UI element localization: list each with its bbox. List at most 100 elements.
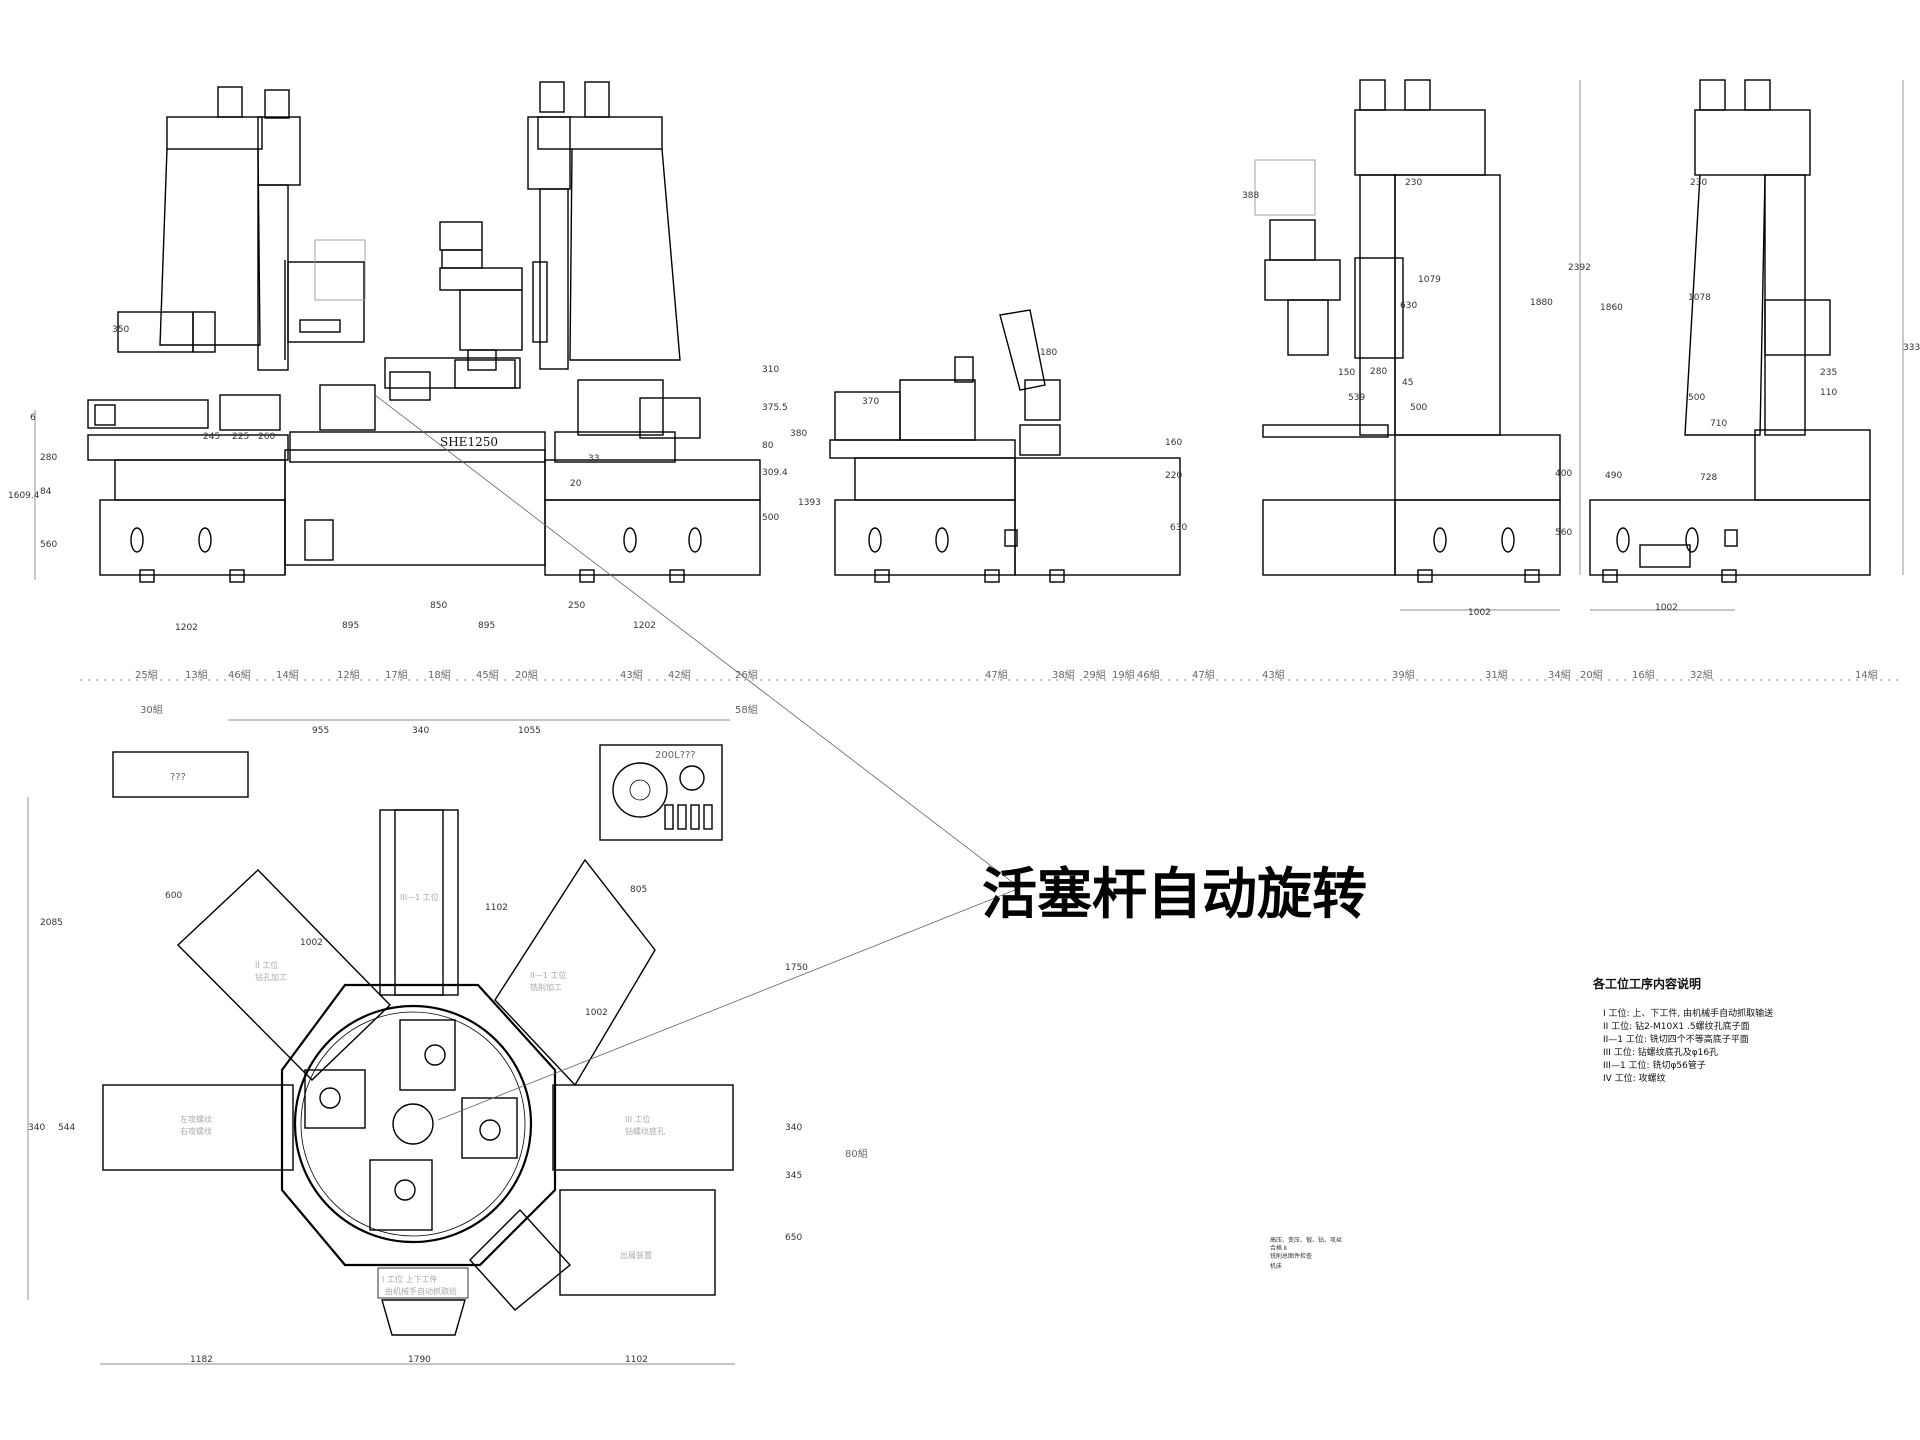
machine-model-label: SHE1250 — [440, 435, 498, 449]
dim-84: 84 — [40, 487, 52, 497]
note-line-5: III—1 工位: 铣切φ56管子 — [1603, 1059, 1706, 1071]
dim-1880: 1880 — [1530, 298, 1553, 308]
plan-labels: ??? 200L??? 出屑装置 I 工位 上下工件 由机械手自动抓取给 左攻螺… — [170, 750, 696, 1296]
dim-955: 955 — [312, 726, 329, 736]
note-line-1: I 工位: 上、下工件, 由机械手自动抓取输送 — [1603, 1007, 1773, 1019]
balloon-label: 42組 — [668, 668, 691, 681]
dim-500: 500 — [762, 513, 779, 523]
balloon-label: 43組 — [1262, 668, 1285, 681]
balloon-label: 16組 — [1632, 668, 1655, 681]
balloon-label: 13組 — [185, 668, 208, 681]
dim-895-right: 895 — [478, 621, 495, 631]
dim-310: 310 — [762, 365, 779, 375]
dim-309: 309.4 — [762, 468, 788, 478]
dim-539: 539 — [1348, 393, 1365, 403]
plan-view — [102, 744, 734, 1336]
station-upper-right-label-2: 铣削加工 — [530, 982, 562, 992]
dim-6: 6 — [30, 413, 36, 423]
station-i-label-2: 由机械手自动抓取给 — [385, 1286, 457, 1296]
balloon-label: 26組 — [735, 668, 758, 681]
balloon-label: 46組 — [1137, 668, 1160, 681]
dim-230: 230 — [1405, 178, 1422, 188]
dim-245: 245 — [203, 432, 220, 442]
dim-1002-a: 1002 — [300, 938, 323, 948]
dim-225: 225 — [232, 432, 249, 442]
balloon-label: 29組 — [1083, 668, 1106, 681]
dim-280-b: 280 — [1370, 367, 1387, 377]
dim-1079: 1079 — [1418, 275, 1441, 285]
station-top-label: III—1 工位 — [400, 892, 439, 902]
process-notes: 各工位工序内容说明 I 工位: 上、下工件, 由机械手自动抓取输送 II 工位:… — [1592, 976, 1773, 1084]
balloon-label: 18組 — [428, 668, 451, 681]
dim-220: 220 — [1165, 471, 1182, 481]
dim-2085: 2085 — [40, 918, 63, 928]
side-elevation-2 — [829, 309, 1181, 583]
station-left-label-2: 右攻螺纹 — [180, 1126, 212, 1136]
dim-1202-left: 1202 — [175, 623, 198, 633]
dim-1790: 1790 — [408, 1355, 431, 1365]
dim-850: 850 — [430, 601, 447, 611]
balloon-label: 19組 — [1112, 668, 1135, 681]
dim-110: 110 — [1820, 388, 1837, 398]
note-line-4: III 工位: 钻螺纹底孔及φ16孔 — [1603, 1046, 1718, 1058]
dim-33: 33 — [588, 454, 599, 464]
dim-1078: 1078 — [1688, 293, 1711, 303]
balloon-label: 12組 — [337, 668, 360, 681]
balloon-label: 46組 — [228, 668, 251, 681]
station-upper-right-label: II—1 工位 — [530, 970, 566, 980]
dim-500-c: 500 — [1688, 393, 1705, 403]
dim-1202-right: 1202 — [633, 621, 656, 631]
dim-1102-vertical: 1102 — [485, 903, 508, 913]
dim-1002-c: 1002 — [1655, 603, 1678, 613]
dim-500-b: 500 — [1410, 403, 1427, 413]
dim-340-left: 340 — [28, 1123, 45, 1133]
dim-728: 728 — [1700, 473, 1717, 483]
note-line-6: IV 工位: 攻螺纹 — [1603, 1072, 1666, 1084]
dim-250: 250 — [568, 601, 585, 611]
balloon-label: 32組 — [1690, 668, 1713, 681]
small-note-1: 高压、变压、锻、钻、攻丝 — [1270, 1236, 1342, 1244]
station-right-label: III 工位 — [625, 1114, 651, 1124]
dim-490: 490 — [1605, 471, 1622, 481]
dim-1750: 1750 — [785, 963, 808, 973]
dim-380: 380 — [790, 429, 807, 439]
dim-1055: 1055 — [518, 726, 541, 736]
dim-160: 160 — [1165, 438, 1182, 448]
dim-1393: 1393 — [798, 498, 821, 508]
dim-600: 600 — [165, 891, 182, 901]
dim-895-left: 895 — [342, 621, 359, 631]
dim-560: 560 — [40, 540, 57, 550]
balloon-label: 45組 — [476, 668, 499, 681]
station-right-label-2: 钻螺纹底孔 — [625, 1126, 665, 1136]
small-notes: 高压、变压、锻、钻、攻丝 合格 Ⅱ 铣削总图件检查 机床 — [1270, 1236, 1342, 1270]
station-left-label: 左攻螺纹 — [180, 1114, 212, 1124]
dim-650: 650 — [785, 1233, 802, 1243]
notes-title: 各工位工序内容说明 — [1592, 976, 1701, 991]
dim-260: 260 — [258, 432, 275, 442]
dim-1002-b: 1002 — [1468, 608, 1491, 618]
station-upper-left-label: II 工位 — [255, 960, 278, 970]
dim-45: 45 — [1402, 378, 1413, 388]
balloon-label: 38組 — [1052, 668, 1075, 681]
dim-375: 375.5 — [762, 403, 788, 413]
dim-280: 280 — [40, 453, 57, 463]
dim-340-top: 340 — [412, 726, 429, 736]
dim-20: 20 — [570, 479, 582, 489]
dim-350: 350 — [112, 325, 129, 335]
balloon-label: 47組 — [1192, 668, 1215, 681]
elevation-dimensions: 350 1202 850 895 895 250 1202 245 225 26… — [8, 178, 1920, 633]
chip-box-label: 出屑装置 — [620, 1250, 652, 1260]
dim-400: 400 — [1555, 469, 1572, 479]
dim-345: 345 — [785, 1171, 802, 1181]
dim-150: 150 — [1338, 368, 1355, 378]
balloon-label: 14組 — [276, 668, 299, 681]
dim-370: 370 — [862, 397, 879, 407]
top-left-box-label: ??? — [170, 772, 186, 783]
dim-2392: 2392 — [1568, 263, 1591, 273]
dim-805: 805 — [630, 885, 647, 895]
dim-1182: 1182 — [190, 1355, 213, 1365]
plan-dimensions: 955 340 1055 2085 1750 340 544 340 345 6… — [28, 726, 808, 1365]
dim-630-b: 630 — [1400, 301, 1417, 311]
dim-560-b: 560 — [1555, 528, 1572, 538]
